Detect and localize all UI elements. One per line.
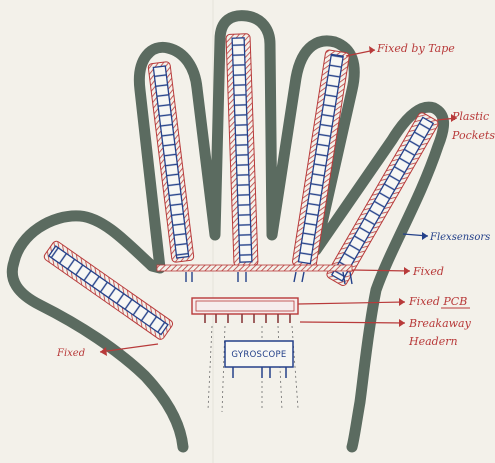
label-plastic: Plastic [451, 110, 489, 123]
label-fixed-top: Fixed [412, 265, 444, 278]
fixed-pcb [192, 298, 298, 314]
label-fixed-pcb: Fixed PCB [408, 295, 467, 308]
label-breakaway: Breakaway [408, 317, 472, 330]
label-flex-sensors: Flexsensors [429, 232, 490, 243]
label-fixed-by-tape: Fixed by Tape [376, 42, 455, 55]
label-header: Headern [408, 335, 458, 348]
gyroscope-label: GYROSCOPE [231, 350, 286, 360]
fixed-tape-strip [157, 265, 352, 271]
label-fixed-thumb: Fixed [56, 348, 85, 359]
label-pockets: Pockets [451, 129, 495, 142]
